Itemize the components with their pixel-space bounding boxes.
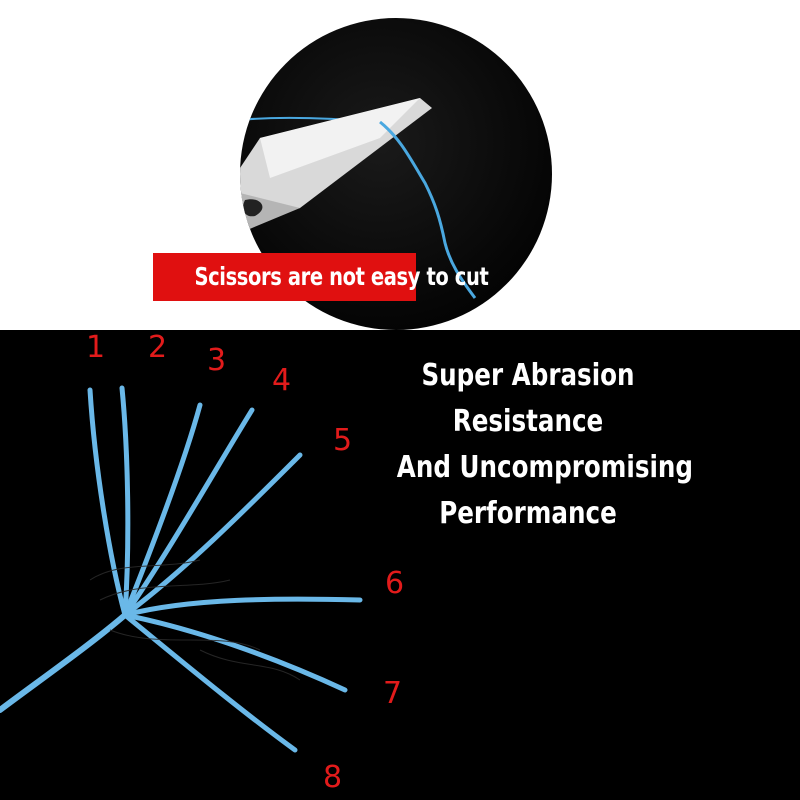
headline-text-block: Super Abrasion Resistance And Uncompromi… bbox=[368, 353, 694, 537]
strand-number-5: 5 bbox=[333, 423, 353, 458]
strand-3 bbox=[122, 402, 203, 618]
scissors-illustration bbox=[240, 98, 477, 299]
cut-caption-text: Scissors are not easy to cut bbox=[194, 262, 489, 291]
main-line-strand bbox=[0, 612, 128, 713]
headline-line-4: Performance bbox=[439, 496, 617, 531]
strand-5 bbox=[122, 452, 303, 618]
strand-number-1: 1 bbox=[86, 330, 106, 365]
headline-line-2: Resistance bbox=[452, 404, 604, 439]
cut-caption-banner: Scissors are not easy to cut bbox=[153, 253, 489, 301]
strand-2 bbox=[119, 385, 131, 618]
strand-8 bbox=[122, 612, 298, 753]
strand-number-8: 8 bbox=[323, 760, 343, 795]
strand-1 bbox=[87, 387, 128, 618]
headline-line-3: And Uncompromising bbox=[396, 450, 694, 485]
frayed-strands-illustration bbox=[0, 385, 363, 753]
strand-number-6: 6 bbox=[385, 566, 405, 601]
strand-number-4: 4 bbox=[272, 363, 292, 398]
strand-6 bbox=[122, 596, 363, 618]
strand-4 bbox=[122, 407, 255, 618]
scissors-photo-panel: Scissors are not easy to cut bbox=[0, 0, 800, 330]
strand-number-2: 2 bbox=[148, 330, 168, 365]
strand-number-3: 3 bbox=[207, 343, 227, 378]
headline-line-1: Super Abrasion bbox=[421, 358, 635, 393]
strand-7 bbox=[122, 612, 348, 693]
strand-number-7: 7 bbox=[383, 676, 403, 711]
frayed-line-panel: 1 2 3 4 5 6 7 8 Super Abrasion Resistanc… bbox=[0, 330, 800, 800]
